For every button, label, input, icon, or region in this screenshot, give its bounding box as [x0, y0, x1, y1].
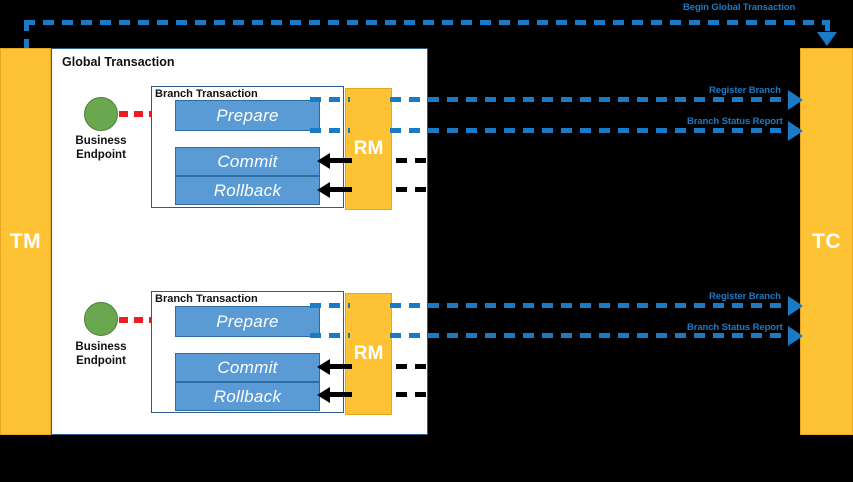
rm-right-dashed-rollback-2 [396, 392, 430, 397]
rm-to-rollback-arrow-icon-1 [317, 182, 330, 198]
business-endpoint-label-line2-2: Endpoint [76, 355, 126, 367]
pillar-transaction-manager[interactable]: TM [0, 48, 51, 435]
action-prepare-1[interactable]: Prepare [175, 100, 320, 131]
rm-to-commit-arrow-icon-1 [317, 153, 330, 169]
business-endpoint-label-line1-2: Business [75, 341, 127, 353]
endpoint-to-prepare-dashed-2 [119, 317, 156, 323]
branch-status-report-arrow-icon-1 [788, 121, 803, 141]
branch-transaction-label-2: Branch Transaction [155, 293, 258, 305]
begin-global-transaction-dashed-line [24, 20, 830, 25]
business-endpoint-label-1: Business Endpoint [56, 134, 146, 162]
register-branch-arrow-icon-2 [788, 296, 803, 316]
arrow-down-to-tc-icon [817, 32, 837, 46]
branch-status-report-arrow-icon-2 [788, 326, 803, 346]
action-rollback-1[interactable]: Rollback [175, 176, 320, 205]
rm-to-rollback-arrow-icon-2 [317, 387, 330, 403]
business-endpoint-label-line1-1: Business [75, 135, 127, 147]
branch-transaction-label-1: Branch Transaction [155, 88, 258, 100]
flow-label-branch-status-report-1: Branch Status Report [687, 116, 783, 127]
prepare-to-rm-dashed-bottom-1 [310, 128, 350, 133]
rm-right-dashed-commit-1 [396, 158, 430, 163]
resource-manager-1[interactable]: RM [345, 88, 392, 210]
prepare-to-rm-dashed-top-1 [310, 97, 350, 102]
action-commit-1[interactable]: Commit [175, 147, 320, 176]
flow-label-begin-global-transaction: Begin Global Transaction [683, 2, 796, 13]
register-branch-dashed-2 [390, 303, 790, 308]
action-prepare-2[interactable]: Prepare [175, 306, 320, 337]
register-branch-dashed-1 [390, 97, 790, 102]
pillar-transaction-coordinator[interactable]: TC [800, 48, 853, 435]
rm-right-dashed-commit-2 [396, 364, 430, 369]
flow-label-register-branch-2: Register Branch [709, 291, 781, 302]
branch-status-report-dashed-1 [390, 128, 790, 133]
business-endpoint-circle-1[interactable] [84, 97, 118, 131]
action-rollback-2[interactable]: Rollback [175, 382, 320, 411]
business-endpoint-label-line2-1: Endpoint [76, 149, 126, 161]
flow-label-branch-status-report-2: Branch Status Report [687, 322, 783, 333]
resource-manager-2[interactable]: RM [345, 293, 392, 415]
business-endpoint-circle-2[interactable] [84, 302, 118, 336]
rm-to-commit-arrow-icon-2 [317, 359, 330, 375]
rm-to-commit-line-2 [330, 364, 352, 369]
begin-global-transaction-vertical-drop [24, 20, 29, 50]
branch-status-report-dashed-2 [390, 333, 790, 338]
rm-to-rollback-line-1 [330, 187, 352, 192]
begin-global-transaction-vertical-to-tc [825, 20, 830, 33]
rm-right-dashed-rollback-1 [396, 187, 430, 192]
global-transaction-label: Global Transaction [62, 55, 175, 69]
prepare-to-rm-dashed-top-2 [310, 303, 350, 308]
rm-to-rollback-line-2 [330, 392, 352, 397]
flow-label-register-branch-1: Register Branch [709, 85, 781, 96]
action-commit-2[interactable]: Commit [175, 353, 320, 382]
register-branch-arrow-icon-1 [788, 90, 803, 110]
rm-to-commit-line-1 [330, 158, 352, 163]
business-endpoint-label-2: Business Endpoint [56, 340, 146, 368]
endpoint-to-prepare-dashed-1 [119, 111, 156, 117]
prepare-to-rm-dashed-bottom-2 [310, 333, 350, 338]
